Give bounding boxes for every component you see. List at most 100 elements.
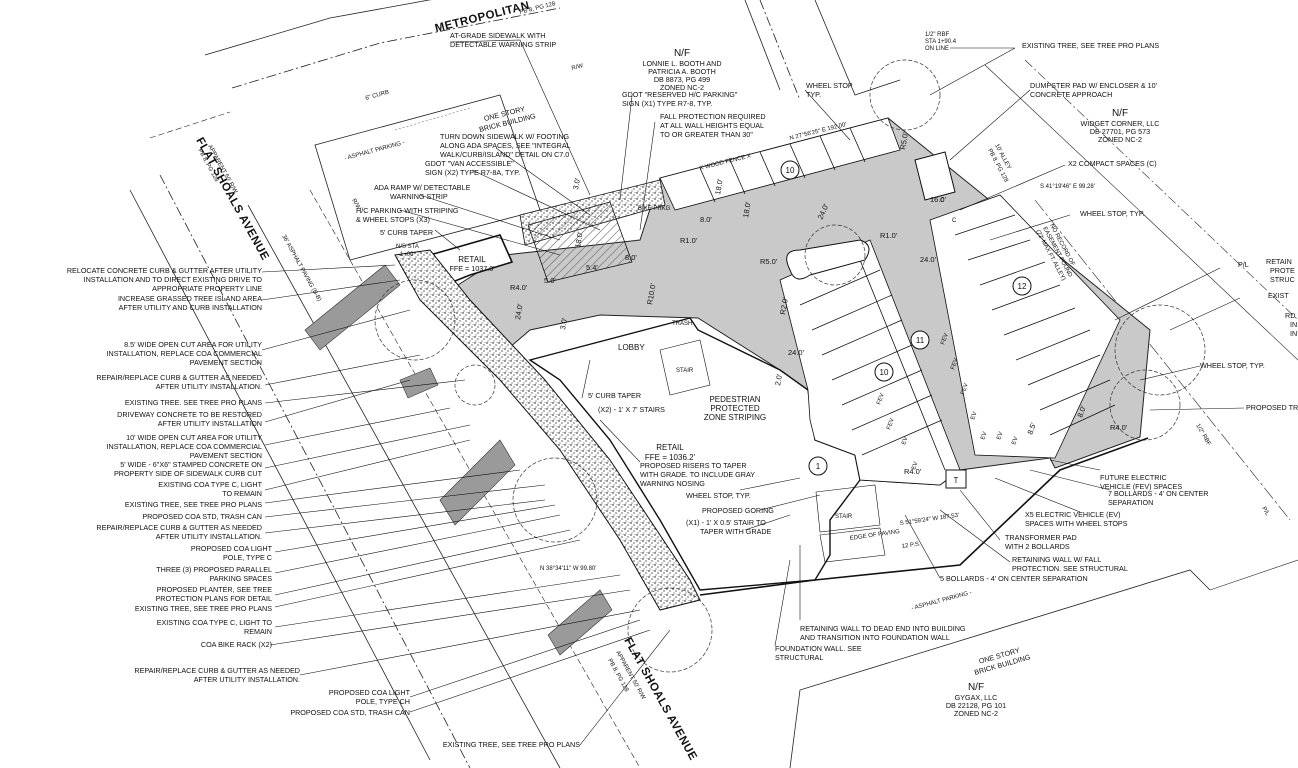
svg-text:DB 8873, PG 499: DB 8873, PG 499 xyxy=(654,75,710,84)
north-stall-lines xyxy=(659,117,901,211)
svg-text:C: C xyxy=(940,198,945,204)
svg-text:EV: EV xyxy=(1011,436,1019,446)
note-open10: 10' WIDE OPEN CUT AREA FOR UTILITY xyxy=(126,433,262,442)
svg-text:ZONED NC-2: ZONED NC-2 xyxy=(660,83,704,92)
note-repair1: REPAIR/REPLACE CURB & GUTTER AS NEEDED xyxy=(96,373,262,382)
note-tree-tr: EXISTING TREE, SEE TREE PRO PLANS xyxy=(1022,41,1159,50)
svg-text:TO REMAIN: TO REMAIN xyxy=(222,489,262,498)
svg-text:EV: EV xyxy=(970,411,978,421)
note-retaining-fall: RETAINING WALL W/ FALL xyxy=(1012,555,1101,564)
note-repair2: REPAIR/REPLACE CURB & GUTTER AS NEEDED xyxy=(96,523,262,532)
street-label-flat-shoals-bottom: FLAT SHOALS AVENUE xyxy=(621,636,699,763)
bike-parking-label: BIKE PRKG xyxy=(638,206,671,212)
leader-lines xyxy=(261,39,1245,746)
svg-text:CONCRETE APPROACH: CONCRETE APPROACH xyxy=(1030,90,1112,99)
count-11: 11 xyxy=(916,336,925,345)
note-risers: PROPOSED RISERS TO TAPER xyxy=(640,461,747,470)
svg-text:FEV: FEV xyxy=(960,383,970,396)
svg-text:ALONG ADA SPACES, SEE "INTEGRA: ALONG ADA SPACES, SEE "INTEGRAL xyxy=(440,141,571,150)
interior-stairs xyxy=(659,339,886,563)
asphalt-parking-bottom: - ASPHALT PARKING - xyxy=(911,590,972,612)
svg-text:STRUCTURAL: STRUCTURAL xyxy=(775,653,823,662)
building-footprint xyxy=(528,317,861,591)
svg-text:R1.0': R1.0' xyxy=(680,236,698,245)
note-van: GDOT "VAN ACCESSIBLE" xyxy=(425,159,514,168)
svg-text:N/F: N/F xyxy=(674,48,690,59)
note-dumpster: DUMPSTER PAD W/ ENCLOSER & 10' xyxy=(1030,81,1158,90)
svg-text:EV: EV xyxy=(980,431,988,441)
svg-text:R10.0': R10.0' xyxy=(645,282,658,305)
note-tree-l3: EXISTING TREE, SEE TREE PRO PLANS xyxy=(135,604,272,613)
note-open85: 8.5' WIDE OPEN CUT AREA FOR UTILITY xyxy=(124,340,262,349)
dimension-labels: 24.0' 24.0' 24.0' 24.0' 18.0' 18.0' 18.0… xyxy=(510,131,1128,476)
parcel-gygax: N/F GYGAX, LLC DB 22128, PG 101 ZONED NC… xyxy=(946,682,1006,718)
note-compact: X2 COMPACT SPACES (C) xyxy=(1068,159,1157,168)
svg-text:WARNING STRIP: WARNING STRIP xyxy=(390,192,448,201)
svg-text:3.0': 3.0' xyxy=(571,177,582,191)
svg-text:IN: IN xyxy=(1290,329,1297,338)
svg-text:SPACES WITH WHEEL STOPS: SPACES WITH WHEEL STOPS xyxy=(1025,519,1128,528)
note-stamped: 5' WIDE - 6"X6" STAMPED CONCRETE ON xyxy=(120,460,262,469)
east-stall-lines xyxy=(929,194,1121,459)
svg-text:PAVEMENT SECTION: PAVEMENT SECTION xyxy=(190,358,262,367)
svg-text:DB 27701, PG 573: DB 27701, PG 573 xyxy=(1090,127,1150,136)
street-label-metropolitan: METROPOLITAN xyxy=(434,0,531,35)
trash-room-label: TRASH xyxy=(672,321,692,327)
svg-text:PROTE: PROTE xyxy=(1270,266,1295,275)
svg-text:VEHICLE (FEV) SPACES: VEHICLE (FEV) SPACES xyxy=(1100,482,1182,491)
svg-text:AFTER UTILITY INSTALLATION: AFTER UTILITY INSTALLATION xyxy=(158,419,262,428)
parcel-booth: N/F LONNIE L. BOOTH AND PATRICIA A. BOOT… xyxy=(642,48,721,92)
svg-text:AT ALL WALL HEIGHTS EQUAL: AT ALL WALL HEIGHTS EQUAL xyxy=(660,121,764,130)
svg-text:FEV: FEV xyxy=(950,358,960,371)
svg-text:R4.0': R4.0' xyxy=(510,283,528,292)
note-light-remain2: EXISTING COA TYPE C, LIGHT TO xyxy=(157,618,273,627)
note-ada-ramp: ADA RAMP W/ DETECTABLE xyxy=(374,183,471,192)
note-wheel-stop-top: WHEEL STOP xyxy=(806,81,853,90)
svg-text:SIGN (X2) TYPE R7-8A, TYP.: SIGN (X2) TYPE R7-8A, TYP. xyxy=(425,168,520,177)
svg-text:R5.0': R5.0' xyxy=(760,257,778,266)
svg-text:WITH GRADE. TO INCLUDE GRAY: WITH GRADE. TO INCLUDE GRAY xyxy=(640,470,755,479)
note-reserved: GDOT "RESERVED H/C PARKING" xyxy=(622,90,738,99)
note-half-rbf: 1/2" RBF xyxy=(1194,423,1211,447)
retail-small-label: RETAIL xyxy=(458,255,486,264)
svg-text:R2.0': R2.0' xyxy=(778,296,790,315)
note-light-c: PROPOSED COA LIGHT xyxy=(191,544,273,553)
svg-text:S 51°59'24" W 187.53': S 51°59'24" W 187.53' xyxy=(899,513,959,527)
svg-text:24.0': 24.0' xyxy=(920,255,937,264)
svg-text:WIDGET CORNER, LLC: WIDGET CORNER, LLC xyxy=(1081,119,1160,128)
note-tree-l1: EXISTING TREE. SEE TREE PRO PLANS xyxy=(125,398,262,407)
note-retaining-dead: RETAINING WALL TO DEAD END INTO BUILDING xyxy=(800,624,966,633)
svg-text:FEV: FEV xyxy=(940,333,950,346)
svg-text:S 41°19'46" E 99.28': S 41°19'46" E 99.28' xyxy=(1040,184,1095,190)
svg-text:1+00: 1+00 xyxy=(400,252,414,258)
svg-text:EV: EV xyxy=(911,461,919,471)
svg-text:8.5': 8.5' xyxy=(1025,421,1038,436)
retaining-wall xyxy=(699,437,1149,596)
svg-text:PROTECTION. SEE STRUCTURAL: PROTECTION. SEE STRUCTURAL xyxy=(1012,564,1128,573)
asphalt-parking-top: - ASPHALT PARKING - xyxy=(344,140,405,162)
svg-text:FEV: FEV xyxy=(886,418,896,431)
curb-label: 6" CURB xyxy=(365,90,390,102)
note-bike-rack: COA BIKE RACK (X2) xyxy=(201,640,272,649)
retail-main-label: RETAIL xyxy=(656,443,684,452)
svg-text:5.0': 5.0' xyxy=(544,276,556,285)
rw-label: R/W xyxy=(571,63,584,72)
svg-text:WARNING NOSING: WARNING NOSING xyxy=(640,479,705,488)
svg-text:FEV: FEV xyxy=(876,393,886,406)
svg-text:IN: IN xyxy=(1290,320,1297,329)
svg-text:P/L: P/L xyxy=(1260,506,1270,517)
svg-text:16.0': 16.0' xyxy=(930,195,947,204)
note-wheel-stop-r: WHEEL STOP, TYP. xyxy=(1080,209,1145,218)
count-12: 12 xyxy=(1018,282,1027,291)
svg-text:8.0': 8.0' xyxy=(625,253,637,262)
svg-text:24.0': 24.0' xyxy=(513,302,525,320)
svg-text:GYGAX, LLC: GYGAX, LLC xyxy=(955,693,998,702)
svg-text:PARKING SPACES: PARKING SPACES xyxy=(210,574,273,583)
svg-text:ON LINE: ON LINE xyxy=(925,46,949,52)
note-rbf: 1/2" RBF xyxy=(925,32,949,38)
svg-text:DB 22128, PG 101: DB 22128, PG 101 xyxy=(946,701,1006,710)
svg-text:STRUC: STRUC xyxy=(1270,275,1295,284)
svg-text:STA 1+90.4: STA 1+90.4 xyxy=(925,39,957,45)
annotations-left: RELOCATE CONCRETE CURB & GUTTER AFTER UT… xyxy=(67,266,580,749)
